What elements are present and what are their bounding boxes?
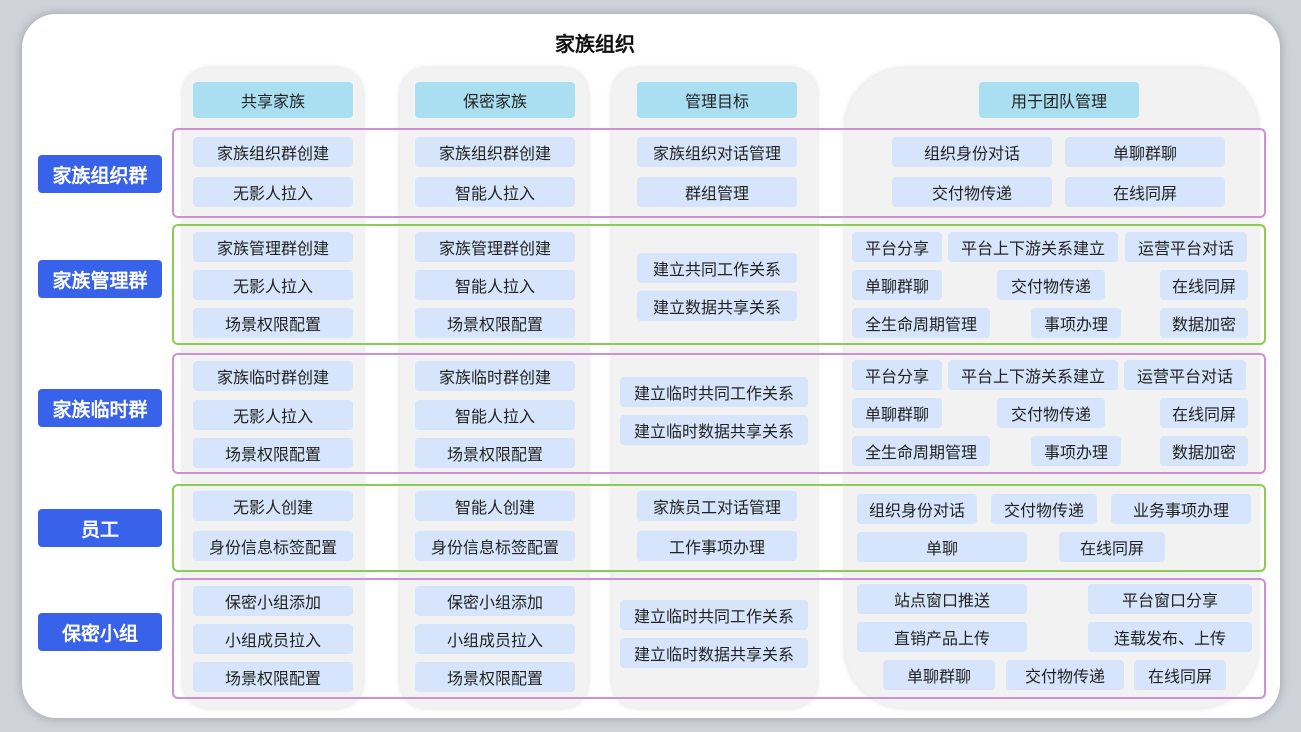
node: 建立数据共享关系: [637, 291, 797, 321]
node: 无影人创建: [193, 491, 353, 521]
node: 业务事项办理: [1111, 494, 1251, 524]
row-border-employee: [172, 484, 1266, 572]
node: 交付物传递: [1006, 660, 1124, 690]
node: 数据加密: [1160, 436, 1248, 466]
node: 建立共同工作关系: [637, 253, 797, 283]
node: 单聊群聊: [1065, 137, 1225, 167]
node: 事项办理: [1031, 436, 1121, 466]
node: 在线同屏: [1160, 270, 1248, 300]
node: 建立临时共同工作关系: [620, 377, 808, 407]
node: 家族组织对话管理: [637, 137, 797, 167]
node: 家族组织群创建: [193, 137, 353, 167]
node: 无影人拉入: [193, 270, 353, 300]
node: 群组管理: [637, 177, 797, 207]
node: 场景权限配置: [193, 308, 353, 338]
node: 场景权限配置: [415, 662, 575, 692]
row-border-family-org-group: [172, 128, 1266, 218]
node: 场景权限配置: [193, 438, 353, 468]
node: 连载发布、上传: [1088, 622, 1252, 652]
node: 在线同屏: [1065, 177, 1225, 207]
node: 无影人拉入: [193, 177, 353, 207]
diagram-title: 家族组织: [555, 32, 635, 56]
node: 交付物传递: [997, 270, 1105, 300]
node: 智能人拉入: [415, 177, 575, 207]
node: 家族管理群创建: [415, 232, 575, 262]
row-label-family-temp-group: 家族临时群: [38, 389, 162, 427]
node: 平台窗口分享: [1088, 584, 1252, 614]
node: 单聊: [857, 532, 1027, 562]
node: 在线同屏: [1134, 660, 1226, 690]
node: 单聊群聊: [852, 270, 942, 300]
row-label-family-mgmt-group: 家族管理群: [38, 260, 162, 298]
node: 家族员工对话管理: [637, 491, 797, 521]
node: 智能人拉入: [415, 270, 575, 300]
node: 组织身份对话: [857, 494, 977, 524]
node: 建立临时数据共享关系: [620, 638, 808, 668]
node: 小组成员拉入: [415, 624, 575, 654]
node: 场景权限配置: [415, 438, 575, 468]
node: 身份信息标签配置: [415, 531, 575, 561]
node: 在线同屏: [1059, 532, 1165, 562]
node: 单聊群聊: [883, 660, 995, 690]
node: 平台分享: [852, 232, 942, 262]
node: 小组成员拉入: [193, 624, 353, 654]
node: 在线同屏: [1160, 398, 1248, 428]
node: 平台分享: [852, 360, 942, 390]
row-border-family-temp-group: [172, 353, 1266, 474]
column-header-team-management: 用于团队管理: [979, 82, 1139, 118]
node: 建立临时数据共享关系: [620, 415, 808, 445]
node: 全生命周期管理: [852, 436, 990, 466]
node: 事项办理: [1031, 308, 1121, 338]
row-label-secret-team: 保密小组: [38, 613, 162, 651]
node: 家族组织群创建: [415, 137, 575, 167]
column-header-secret-family: 保密家族: [415, 82, 575, 118]
node: 家族临时群创建: [193, 361, 353, 391]
node: 身份信息标签配置: [193, 531, 353, 561]
node: 交付物传递: [892, 177, 1052, 207]
node: 场景权限配置: [193, 662, 353, 692]
column-header-management-goal: 管理目标: [637, 82, 797, 118]
row-label-employee: 员工: [38, 509, 162, 547]
node: 保密小组添加: [193, 586, 353, 616]
node: 智能人创建: [415, 491, 575, 521]
node: 运营平台对话: [1125, 232, 1247, 262]
node: 站点窗口推送: [857, 584, 1027, 614]
node: 无影人拉入: [193, 400, 353, 430]
node: 组织身份对话: [892, 137, 1052, 167]
node: 工作事项办理: [637, 531, 797, 561]
row-label-family-org-group: 家族组织群: [38, 155, 162, 193]
node: 交付物传递: [997, 398, 1105, 428]
row-border-secret-team: [172, 578, 1266, 699]
node: 建立临时共同工作关系: [620, 600, 808, 630]
node: 交付物传递: [991, 494, 1097, 524]
node: 全生命周期管理: [852, 308, 990, 338]
node: 家族临时群创建: [415, 361, 575, 391]
node: 保密小组添加: [415, 586, 575, 616]
node: 运营平台对话: [1124, 360, 1246, 390]
row-border-family-mgmt-group: [172, 224, 1266, 345]
node: 平台上下游关系建立: [948, 232, 1118, 262]
node: 平台上下游关系建立: [948, 360, 1118, 390]
column-header-shared-family: 共享家族: [193, 82, 353, 118]
node: 家族管理群创建: [193, 232, 353, 262]
node: 智能人拉入: [415, 400, 575, 430]
node: 单聊群聊: [852, 398, 942, 428]
node: 场景权限配置: [415, 308, 575, 338]
node: 数据加密: [1160, 308, 1248, 338]
node: 直销产品上传: [857, 622, 1027, 652]
